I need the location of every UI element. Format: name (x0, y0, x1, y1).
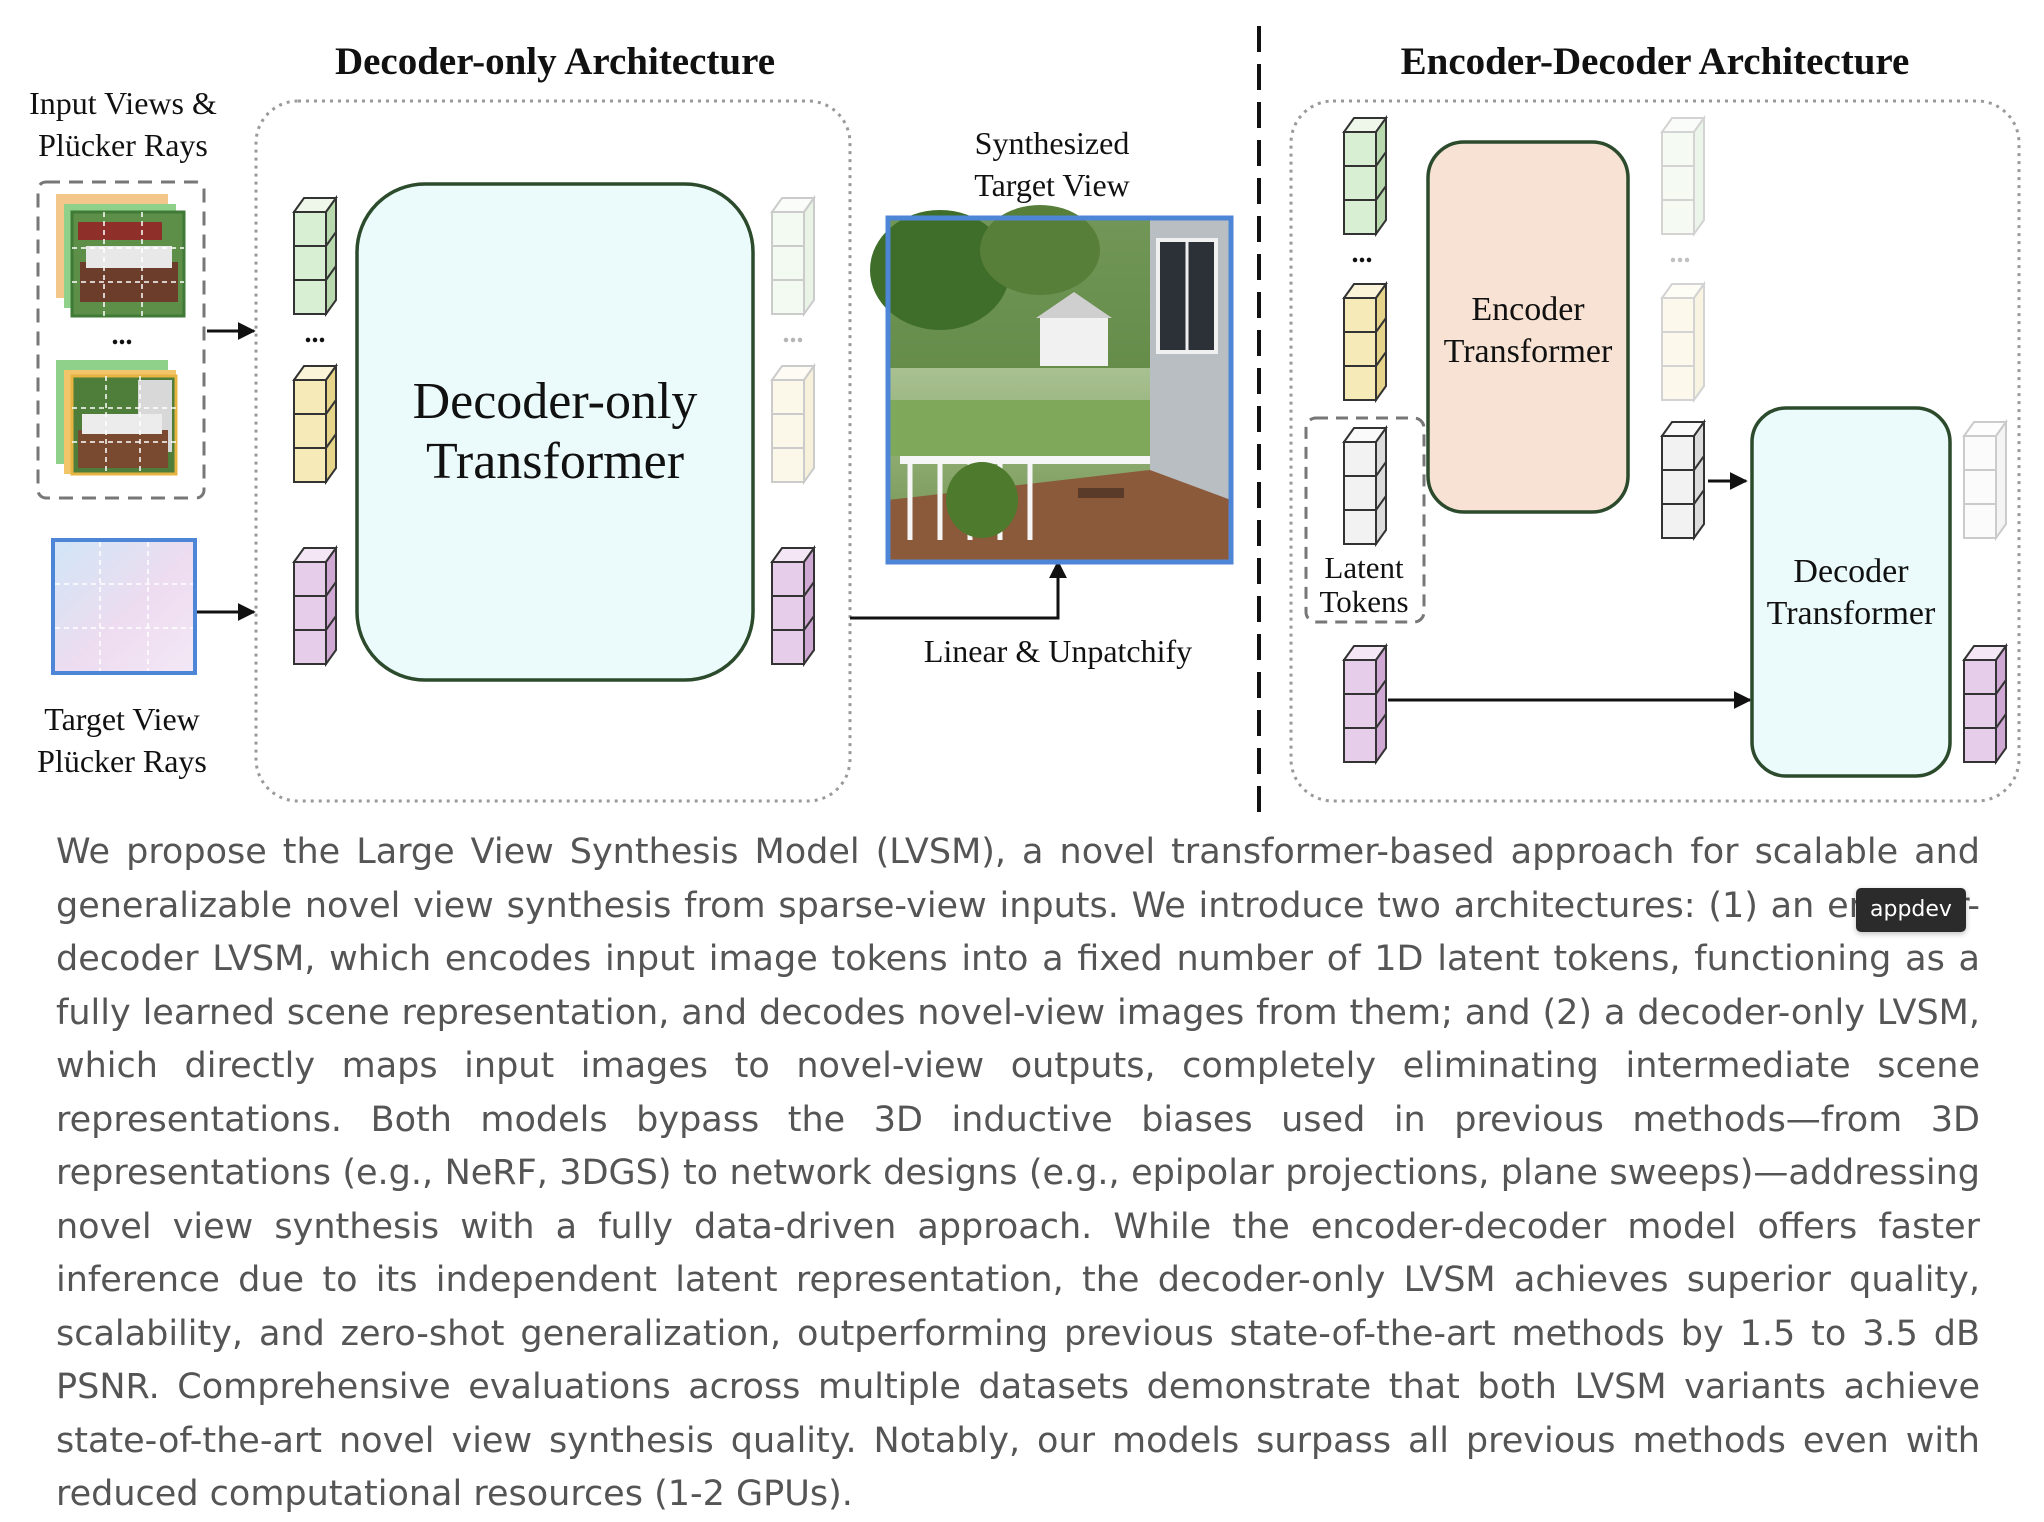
token-green-encoder (1342, 114, 1388, 238)
token-ellipsis-encoder: ... (1352, 238, 1373, 269)
synth-label-line2: Target View (974, 167, 1130, 203)
decoder-only-transformer-block (355, 182, 755, 682)
token-latent (1342, 424, 1388, 548)
token-purple-left (292, 544, 338, 668)
input-views-label-line2: Plücker Rays (38, 127, 208, 163)
token-purple-decoder-out (1962, 642, 2008, 766)
synthesized-target-view-image (870, 205, 1234, 565)
synth-label-line1: Synthesized (975, 125, 1130, 161)
token-faded-decoder-out (1962, 418, 2008, 542)
input-views-ellipsis: ... (112, 320, 133, 351)
token-purple-right (770, 544, 816, 668)
decoder-only-block-line2: Transformer (426, 433, 684, 490)
token-ellipsis-encoder-out: ... (1670, 238, 1691, 269)
input-view-image-1 (56, 194, 186, 318)
architecture-figure: Decoder-only Architecture Encoder-Decode… (29, 26, 2021, 820)
token-yellow-encoder (1342, 280, 1388, 404)
decoder-block-line2: Transformer (1767, 595, 1936, 632)
target-view-label-line2: Plücker Rays (37, 743, 207, 779)
token-green-left (292, 194, 338, 318)
encoder-block-line1: Encoder (1471, 291, 1585, 328)
token-faded-green-encoder-out (1660, 114, 1706, 238)
decoder-block-line1: Decoder (1793, 553, 1909, 590)
token-ellipsis-right: ... (783, 318, 804, 349)
token-purple-encoder-target (1342, 642, 1388, 766)
input-view-image-2 (56, 360, 178, 476)
token-ellipsis-left: ... (305, 318, 326, 349)
decoder-only-block-line1: Decoder-only (413, 373, 698, 430)
target-view-label-line1: Target View (44, 701, 200, 737)
encoder-decoder-panel (1289, 99, 2021, 803)
abstract-paragraph: We propose the Large View Synthesis Mode… (56, 832, 1980, 1514)
decoder-only-panel (254, 99, 852, 803)
token-yellow-left (292, 362, 338, 486)
output-arrow (850, 560, 1067, 620)
latent-tokens-box (1304, 416, 1426, 624)
token-faded-yellow-encoder-out (1660, 280, 1706, 404)
latent-label-line1: Latent (1324, 550, 1404, 585)
encoder-block-line2: Transformer (1444, 333, 1613, 370)
decoder-only-title: Decoder-only Architecture (335, 40, 775, 83)
decoder-transformer-block (1750, 406, 1952, 778)
encoder-decoder-title: Encoder-Decoder Architecture (1401, 40, 1910, 83)
encoder-transformer-block (1426, 140, 1630, 514)
input-views-box (36, 180, 206, 500)
token-faded-green-right (770, 194, 816, 318)
token-faded-yellow-right (770, 362, 816, 486)
latent-label-line2: Tokens (1319, 584, 1408, 619)
token-latent-out (1660, 418, 1706, 542)
target-plucker-rays-image (51, 538, 197, 675)
input-views-label-line1: Input Views & (29, 85, 217, 121)
linear-unpatchify-label: Linear & Unpatchify (924, 633, 1192, 669)
appdev-tooltip[interactable]: appdev (1856, 888, 1966, 932)
